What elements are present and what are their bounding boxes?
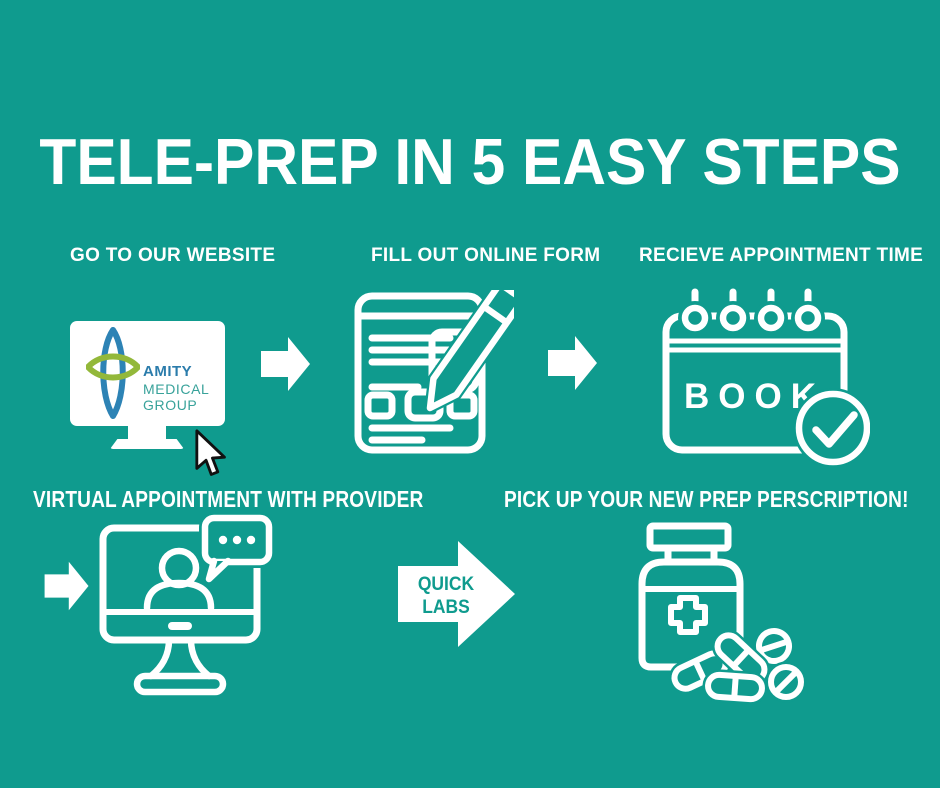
quick-labs-arrow-icon [398,541,515,647]
arrow-right-icon [261,337,310,391]
logo-line3: GROUP [143,397,198,413]
round-pill-icon [765,661,807,703]
quick-labs-line1: QUICK [417,574,475,595]
step3-label: RECIEVE APPOINTMENT TIME [639,245,924,266]
capsule-pill-icon [702,669,768,705]
logo-line2: MEDICAL [143,380,210,397]
monitor-stand-base [110,439,184,449]
calendar-rings-icon [678,288,825,335]
amity-logo-mark-icon [86,327,140,419]
step2-label: FILL OUT ONLINE FORM [371,245,601,266]
amity-logo-text: AMITY MEDICAL GROUP [143,364,209,412]
online-form-icon [354,290,514,454]
calendar-book-text: BOOK [684,377,825,416]
video-call-monitor-icon [99,512,275,696]
arrow-right-icon [548,336,597,390]
person-shoulders-icon [143,579,215,612]
check-circle-icon [793,388,870,466]
page-title: TELE-PREP IN 5 EASY STEPS [39,124,901,198]
monitor-stand-neck [128,426,166,441]
step1-label: GO TO OUR WEBSITE [70,245,276,266]
medical-cross-icon [668,595,708,635]
arrow-right-icon [44,561,89,611]
pill-bottle-icon [638,522,807,705]
chat-bubble-icon [199,512,275,585]
step4-label: VIRTUAL APPOINTMENT WITH PROVIDER [33,486,424,512]
logo-name: AMITY [143,363,193,380]
website-monitor-icon: AMITY MEDICAL GROUP [70,321,225,426]
step5-label: PICK UP YOUR NEW PREP PERSCRIPTION! [504,486,909,512]
quick-labs-label: QUICK LABS [404,573,488,619]
round-pill-icon [753,625,795,667]
quick-labs-line2: LABS [422,597,470,618]
pencil-icon [424,290,514,414]
calendar-book-icon: BOOK [662,288,870,466]
cursor-icon [195,429,226,476]
